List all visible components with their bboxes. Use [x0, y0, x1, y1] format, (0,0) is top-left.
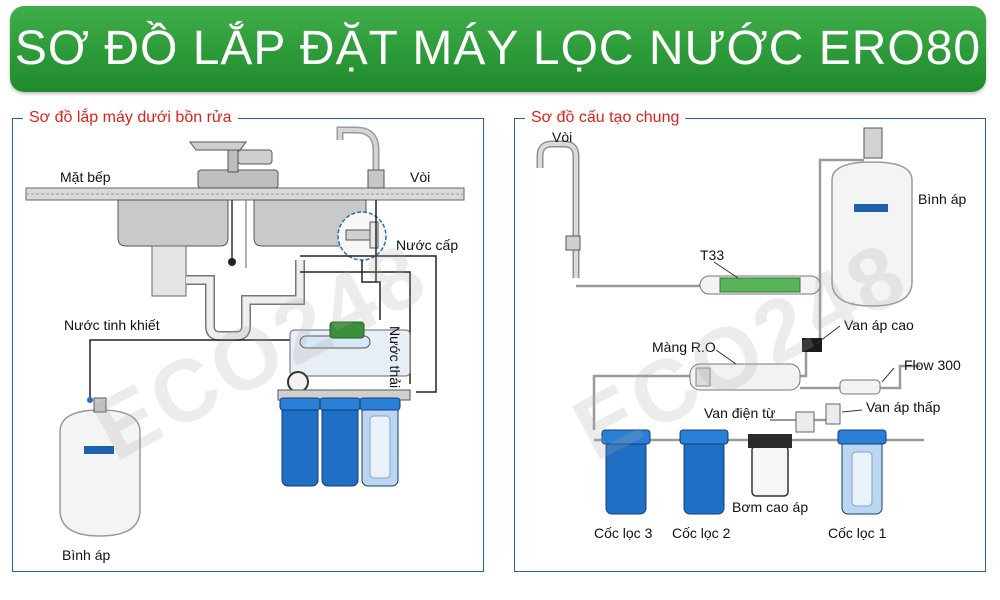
label-low-pressure-valve: Van áp thấp — [866, 399, 941, 415]
label-pure-water: Nước tinh khiết — [64, 317, 160, 333]
label-ro-membrane: Màng R.O — [652, 339, 716, 355]
left-pressure-tank — [59, 409, 141, 537]
label-flow: Flow 300 — [904, 357, 961, 373]
label-t33: T33 — [700, 247, 725, 263]
title-banner: SƠ ĐỒ LẮP ĐẶT MÁY LỌC NƯỚC ERO80 — [10, 6, 986, 92]
label-cup-3: Cốc lọc 3 — [594, 525, 653, 541]
ro-membrane — [689, 363, 801, 391]
label-right-faucet: Vòi — [552, 129, 573, 145]
flow-restrictor — [839, 379, 881, 395]
right-pressure-tank — [831, 161, 913, 307]
left-filter-cup-1 — [281, 399, 319, 487]
right-panel-title: Sơ đồ cấu tạo chung — [525, 108, 686, 128]
sink-basin-left — [117, 199, 229, 247]
label-high-pressure-valve: Van áp cao — [844, 317, 914, 333]
solenoid-valve — [795, 411, 815, 433]
label-left-tank: Bình áp — [62, 547, 111, 563]
left-panel-title: Sơ đồ lắp máy dưới bồn rửa — [23, 108, 238, 128]
label-left-faucet: Vòi — [410, 169, 431, 185]
label-countertop: Mặt bếp — [60, 169, 111, 185]
left-filter-cup-2 — [321, 399, 359, 487]
right-panel: Sơ đồ cấu tạo chung — [514, 108, 986, 572]
label-right-tank: Bình áp — [918, 191, 967, 207]
label-cup-2: Cốc lọc 2 — [672, 525, 731, 541]
label-solenoid-valve: Van điện từ — [704, 405, 776, 421]
banner-title: SƠ ĐỒ LẮP ĐẶT MÁY LỌC NƯỚC ERO80 — [14, 22, 982, 75]
label-supply-water: Nước cấp — [396, 237, 459, 253]
label-cup-1: Cốc lọc 1 — [828, 525, 887, 541]
high-pressure-valve — [802, 338, 822, 352]
left-panel: Sơ đồ lắp máy dưới bồn rửa — [12, 108, 484, 572]
low-pressure-valve — [825, 403, 841, 425]
label-pump: Bơm cao áp — [732, 499, 809, 515]
